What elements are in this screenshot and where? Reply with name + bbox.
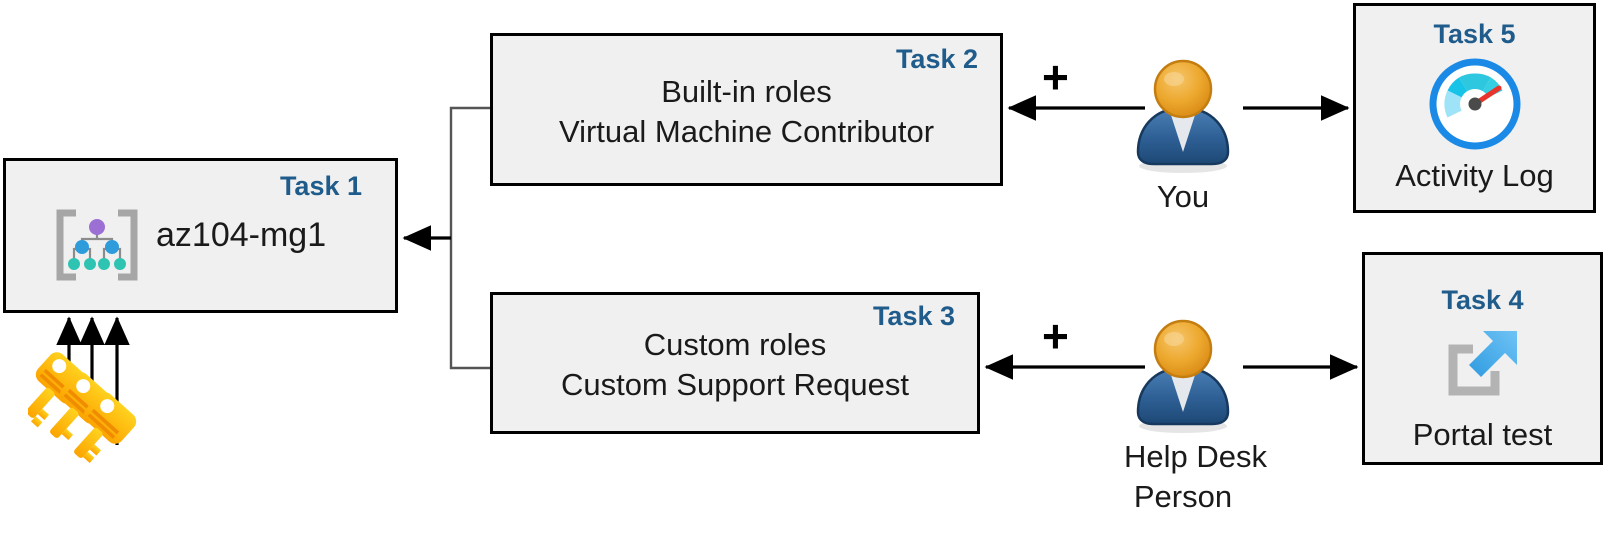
task-3-tag: Task 3 [872,301,955,331]
task-3-line-1: Custom roles [643,327,827,362]
task-2-line-1: Built-in roles [661,74,832,109]
task-2-text: Built-in roles Virtual Machine Contribut… [493,72,1000,152]
person-you-caption: You [1156,179,1210,214]
person-help-desk-caption-line-1: Help Desk [1124,439,1267,474]
task-3-box[interactable]: Task 3 Custom roles Custom Support Reque… [490,292,980,434]
task-5-icon-wrap [1356,58,1593,155]
task-1-label: az104-mg1 [156,216,327,254]
task-4-icon-wrap [1365,325,1600,410]
task-5-label: Activity Log [1395,158,1554,193]
person-you[interactable]: You [1124,56,1242,216]
task-4-label: Portal test [1412,417,1553,452]
task-2-line-2: Virtual Machine Contributor [558,114,935,149]
task-1-tag: Task 1 [279,171,362,201]
gauge-icon [1429,58,1520,150]
keys-icon [28,352,137,463]
user-avatar-icon [1136,59,1230,173]
task-5-tag: Task 5 [1433,19,1516,49]
task-1-box[interactable]: Task 1 az104-mg1 [3,158,398,313]
task-3-line-2: Custom Support Request [560,367,910,402]
plus-sign-help-desk: + [1042,310,1069,362]
task-5-box[interactable]: Task 5 Activity Log [1353,3,1596,213]
person-help-desk[interactable]: Help Desk Person [1124,316,1267,516]
user-avatar-icon [1136,319,1230,433]
task-2-tag: Task 2 [895,44,978,74]
person-help-desk-caption-line-2: Person [1133,479,1233,514]
task-3-text: Custom roles Custom Support Request [493,325,977,405]
task-4-box[interactable]: Task 4 Portal test [1362,252,1603,465]
task-4-tag: Task 4 [1441,285,1524,315]
management-group-icon [56,209,138,281]
task-2-box[interactable]: Task 2 Built-in roles Virtual Machine Co… [490,33,1003,186]
external-link-icon [1448,331,1517,396]
plus-sign-you: + [1042,51,1069,103]
